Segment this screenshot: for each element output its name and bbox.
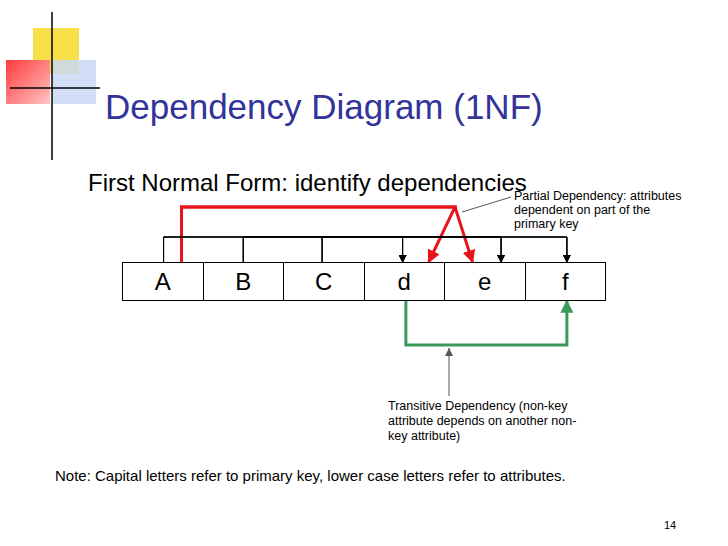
dependency-arrow: [322, 237, 403, 262]
attribute-cell: C: [283, 262, 365, 301]
leader-line: [462, 197, 511, 212]
dependency-arrow: [406, 301, 567, 345]
cell-label: A: [155, 268, 171, 296]
red-square: [6, 60, 50, 104]
attribute-cell: e: [444, 262, 526, 301]
dependency-arrow: [164, 237, 501, 262]
dependency-arrow: [322, 237, 501, 262]
attribute-cell: d: [364, 262, 446, 301]
footnote: Note: Capital letters refer to primary k…: [55, 467, 720, 485]
callout-note: Partial Dependency: attributes dependent…: [514, 189, 688, 231]
slide-number: 14: [664, 519, 704, 532]
cell-label: e: [478, 268, 491, 296]
dependency-arrow: [164, 237, 567, 262]
cell-label: f: [562, 268, 569, 296]
dependency-arrow: [181, 207, 455, 262]
blue-square: [52, 60, 96, 104]
callout-note: Transitive Dependency (non-key attribute…: [388, 399, 584, 444]
cell-label: B: [235, 268, 251, 296]
rule-line: [51, 12, 53, 160]
attribute-cell: f: [525, 262, 607, 301]
dependency-arrow: [181, 207, 472, 262]
dependency-arrow: [243, 237, 501, 262]
dependency-arrow: [243, 237, 402, 262]
slide-title: Dependency Diagram (1NF): [105, 87, 543, 127]
rule-line: [10, 87, 100, 89]
dependency-arrow: [164, 237, 403, 262]
cell-label: d: [398, 268, 411, 296]
attribute-cell: B: [203, 262, 285, 301]
attribute-cell: A: [122, 262, 204, 301]
dependency-arrow: [243, 237, 567, 262]
cell-label: C: [315, 268, 332, 296]
leader-line: [449, 348, 450, 396]
dependency-arrow: [322, 237, 567, 262]
